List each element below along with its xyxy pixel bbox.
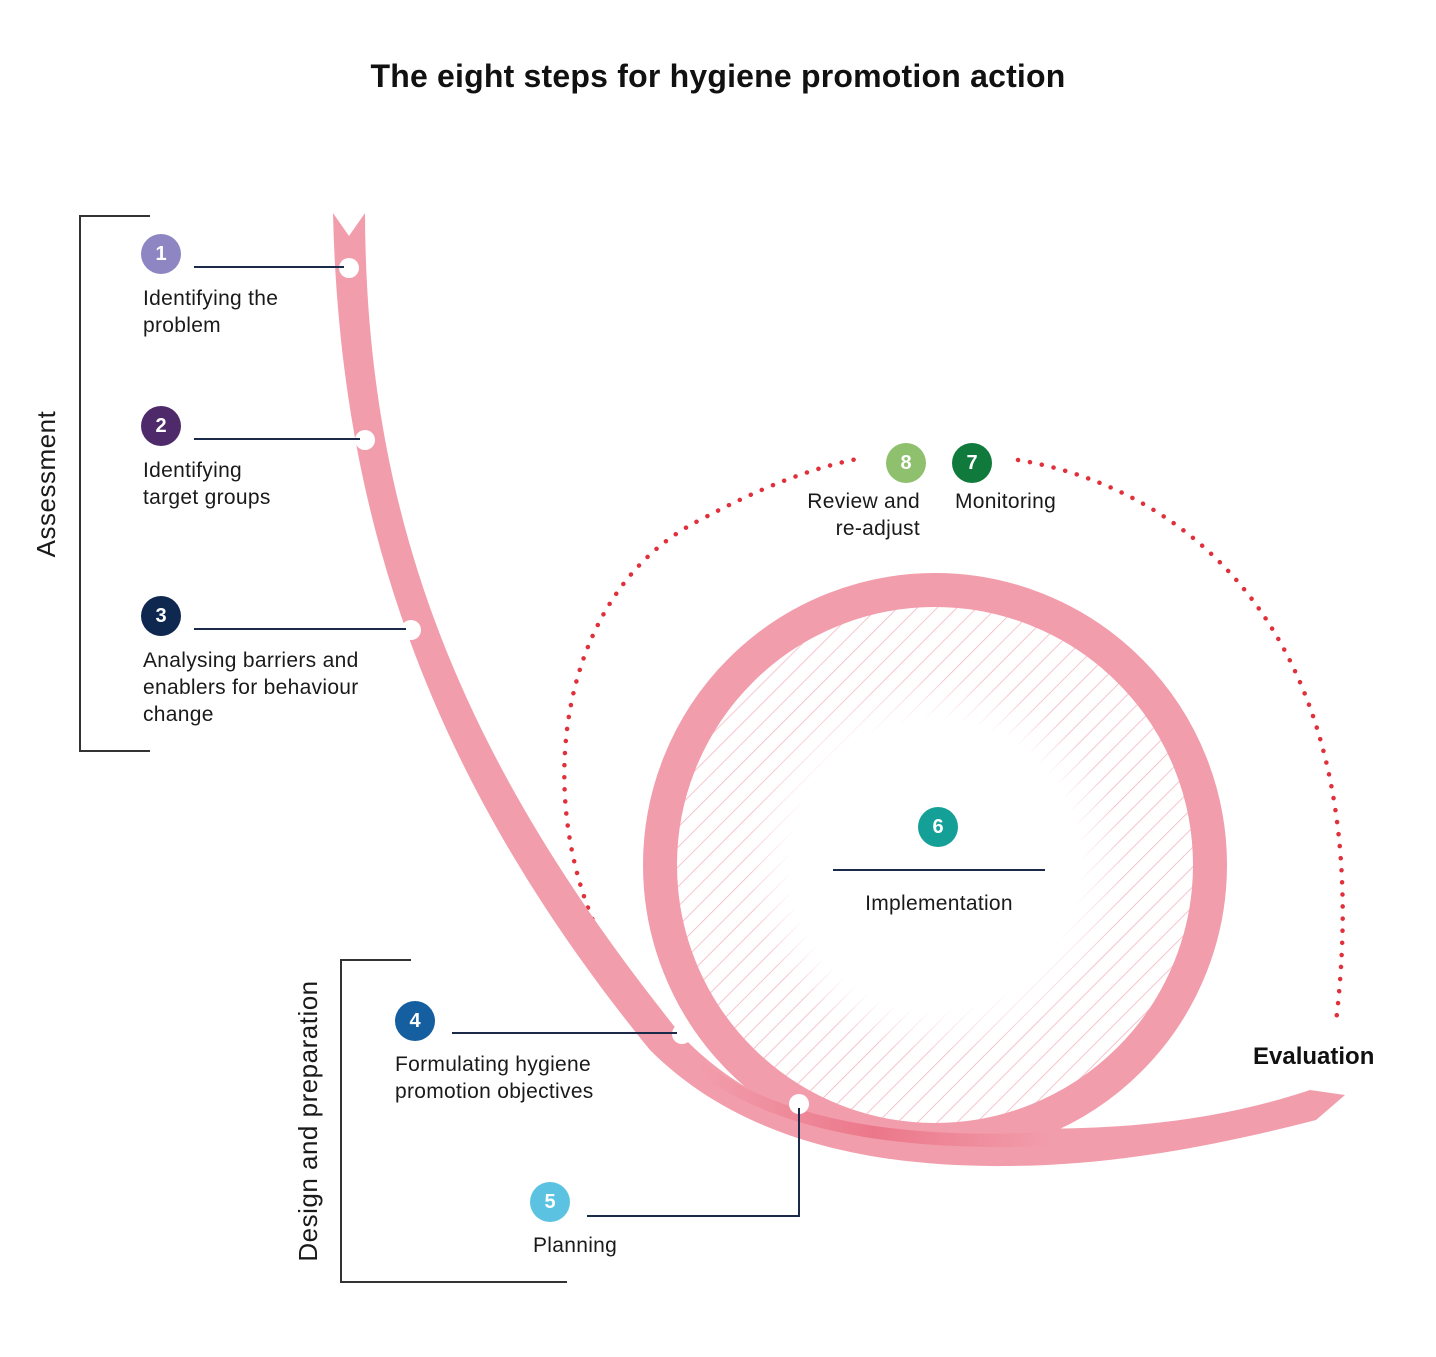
ribbon-tail [1000, 1090, 1345, 1166]
leader-3 [194, 628, 406, 630]
step-6-label: Implementation [865, 892, 1013, 915]
step-4-line-1: Formulating hygiene [395, 1053, 591, 1076]
step-2-line-2: target groups [143, 486, 271, 509]
step-3-line-3: change [143, 703, 214, 726]
step-1-label: Identifying the problem [143, 285, 278, 339]
assessment-bracket-side [79, 215, 81, 752]
step-5-badge: 5 [530, 1182, 570, 1222]
leader-6 [833, 869, 1045, 871]
design-bracket-top [340, 959, 411, 961]
step-3-label: Analysing barriers and enablers for beha… [143, 647, 359, 728]
evaluation-dotted-arc [562, 455, 865, 1015]
step-3-badge: 3 [141, 596, 181, 636]
step-8-line-2: re-adjust [835, 517, 920, 540]
assessment-bracket-top [79, 215, 150, 217]
leader-5 [587, 1108, 800, 1217]
step-7-label: Monitoring [955, 490, 1057, 513]
ribbon-dot-1 [339, 258, 359, 278]
step-4-label: Formulating hygiene promotion objectives [395, 1051, 594, 1105]
evaluation-label: Evaluation [1253, 1043, 1375, 1070]
step-2-line-1: Identifying [143, 459, 243, 482]
implementation-hatch-fade [673, 603, 1197, 1127]
step-8-badge: 8 [886, 443, 926, 483]
ribbon-dot-4 [672, 1024, 692, 1044]
step-6-badge: 6 [918, 807, 958, 847]
ribbon-dot-5 [789, 1094, 809, 1114]
step-5-label: Planning [533, 1234, 618, 1257]
step-8-label: Review and re-adjust [760, 488, 920, 542]
leader-4 [452, 1032, 677, 1034]
ribbon-dot-3 [401, 620, 421, 640]
step-7-badge: 7 [952, 443, 992, 483]
leader-1 [194, 266, 344, 268]
step-4-line-2: promotion objectives [395, 1080, 594, 1103]
assessment-bracket-bottom [79, 750, 150, 752]
step-2-label: Identifying target groups [143, 457, 271, 511]
design-bracket-side [340, 959, 342, 1283]
step-1-badge: 1 [141, 234, 181, 274]
leader-2 [194, 438, 360, 440]
ribbon-dot-2 [355, 430, 375, 450]
ribbon-overlap-shade [700, 1060, 1050, 1148]
step-3-line-1: Analysing barriers and [143, 649, 359, 672]
step-1-line-2: problem [143, 314, 221, 337]
diagram-title: The eight steps for hygiene promotion ac… [370, 58, 1066, 94]
step-4-badge: 4 [395, 1001, 435, 1041]
design-preparation-label: Design and preparation [293, 980, 323, 1262]
design-bracket-bottom [340, 1281, 567, 1283]
step-1-line-1: Identifying the [143, 287, 279, 310]
step-2-badge: 2 [141, 406, 181, 446]
step-8-line-1: Review and [807, 490, 920, 513]
assessment-label: Assessment [31, 410, 61, 558]
step-3-line-2: enablers for behaviour [143, 676, 359, 699]
